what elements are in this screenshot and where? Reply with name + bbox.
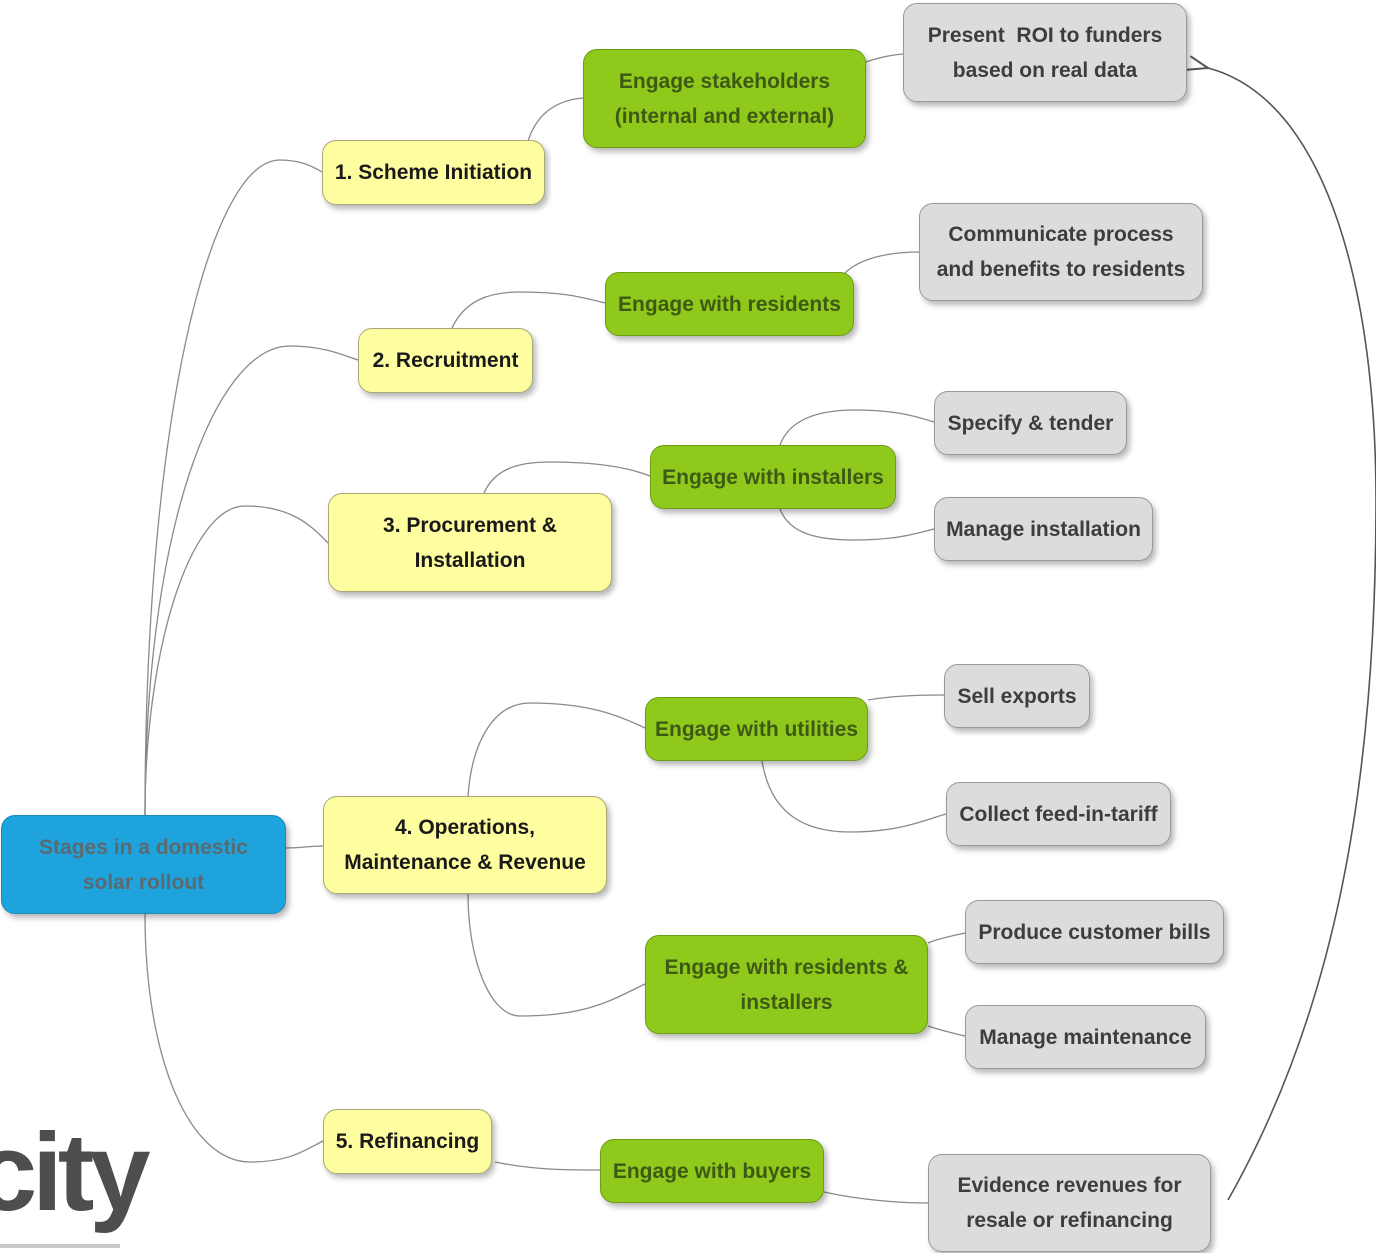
root-node-text: Stages in a domestic solar rollout: [39, 835, 248, 894]
connector-residents-communicate: [844, 251, 920, 274]
stage-recruitment: 2. Recruitment: [358, 328, 533, 393]
feedback-arrow: [1208, 68, 1376, 1201]
connector-utilities-fit: [761, 760, 947, 833]
connector-root-s4: [285, 845, 324, 849]
engage-with-utilities: Engage with utilities: [645, 697, 868, 761]
stage-procurement-installation: 3. Procurement & Installation: [328, 493, 612, 592]
logo-underline: [0, 1244, 120, 1248]
connector-s5-buyers: [494, 1161, 601, 1171]
action-produce-customer-bills: Produce customer bills: [965, 900, 1224, 964]
connector-stakeholders-roi: [865, 53, 904, 63]
engage-with-buyers: Engage with buyers: [600, 1139, 824, 1203]
action-sell-exports: Sell exports: [944, 664, 1090, 728]
connector-ri-bills: [927, 932, 966, 944]
connector-s4-residents-installers: [467, 893, 646, 1017]
action-manage-maintenance: Manage maintenance: [965, 1005, 1206, 1069]
engage-with-installers: Engage with installers: [650, 445, 896, 509]
connector-root-s2: [144, 345, 359, 816]
engage-with-residents: Engage with residents: [605, 272, 854, 336]
engage-stakeholders: Engage stakeholders (internal and extern…: [583, 49, 866, 148]
connector-s3-installers: [483, 461, 651, 494]
connector-s1-stakeholders: [527, 97, 584, 142]
connector-root-s3: [144, 505, 329, 816]
stage-scheme-initiation: 1. Scheme Initiation: [322, 140, 545, 205]
action-collect-feed-in-tariff: Collect feed-in-tariff: [946, 782, 1171, 846]
action-evidence-revenues: Evidence revenues for resale or refinanc…: [928, 1154, 1211, 1252]
connector-s4-utilities: [467, 702, 646, 797]
connector-root-s1: [144, 159, 323, 816]
action-present-roi: Present ROI to funders based on real dat…: [903, 3, 1187, 102]
root-node: Stages in a domestic solar rollout: [1, 815, 286, 914]
action-communicate-process: Communicate process and benefits to resi…: [919, 203, 1203, 301]
connector-ri-maintenance: [927, 1025, 966, 1037]
connector-installers-manage: [779, 508, 935, 541]
logo-text: city: [0, 1111, 151, 1234]
engage-with-residents-installers: Engage with residents & installers: [645, 935, 928, 1034]
stage-operations-maintenance-revenue: 4. Operations, Maintenance & Revenue: [323, 796, 607, 894]
action-specify-tender: Specify & tender: [934, 391, 1127, 455]
stage-refinancing: 5. Refinancing: [323, 1109, 492, 1174]
connector-utilities-sell: [867, 694, 945, 701]
connector-installers-specify: [779, 409, 935, 446]
connector-buyers-evidence: [823, 1191, 929, 1204]
connector-s2-residents: [451, 291, 606, 329]
action-manage-installation: Manage installation: [934, 497, 1153, 561]
connector-root-s5: [144, 913, 324, 1163]
